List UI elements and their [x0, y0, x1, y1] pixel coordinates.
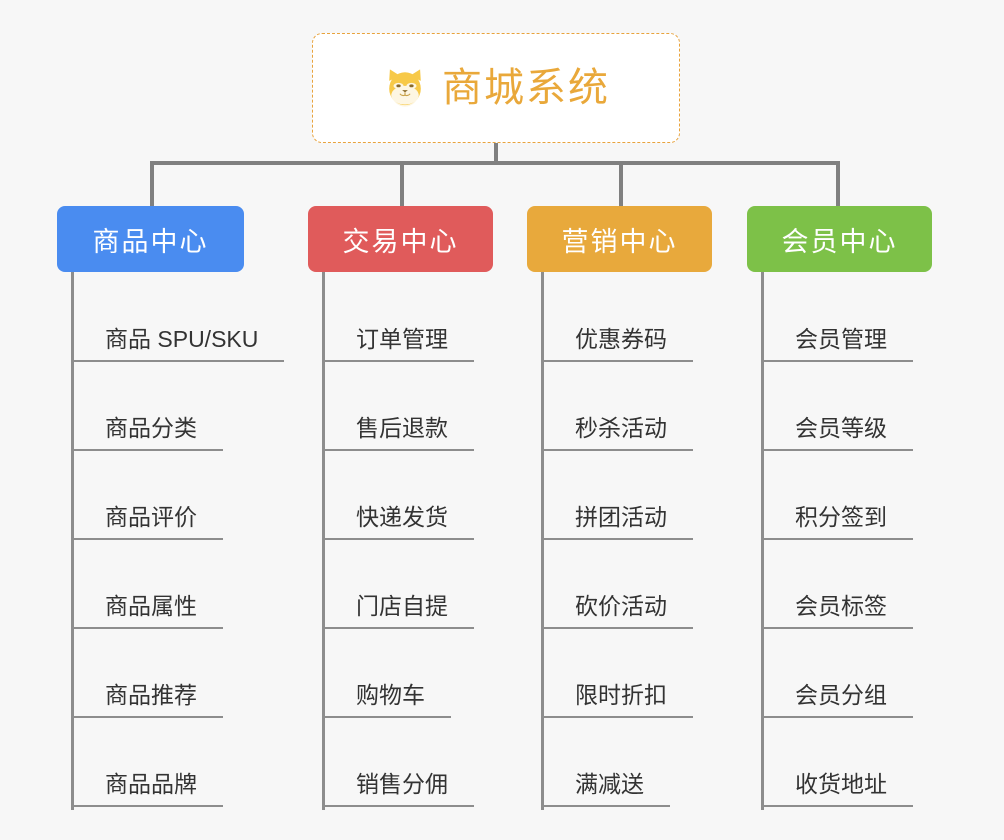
connector-drop-3: [619, 161, 623, 208]
leaf-label: 售后退款: [322, 414, 474, 451]
leaf-label: 商品推荐: [71, 681, 223, 718]
branch-header-营销中心[interactable]: 营销中心: [527, 206, 712, 272]
root-title: 商城系统: [442, 66, 610, 110]
leaf-item[interactable]: 砍价活动: [541, 539, 693, 629]
leaf-label: 会员标签: [761, 592, 913, 629]
column-spine: [541, 272, 544, 810]
leaf-item[interactable]: 会员管理: [761, 272, 913, 362]
branch-header-会员中心[interactable]: 会员中心: [747, 206, 932, 272]
connector-root-stem: [494, 143, 498, 163]
connector-drop-1: [150, 161, 154, 208]
leaf-item[interactable]: 商品分类: [71, 361, 223, 451]
leaf-item[interactable]: 商品推荐: [71, 628, 223, 718]
branch-header-label: 商品中心: [92, 226, 209, 257]
column-spine: [322, 272, 325, 810]
leaf-label: 限时折扣: [541, 681, 693, 718]
leaf-item[interactable]: 商品属性: [71, 539, 223, 629]
leaf-item[interactable]: 购物车: [322, 628, 451, 718]
leaf-item[interactable]: 会员标签: [761, 539, 913, 629]
leaf-label: 订单管理: [322, 325, 474, 362]
branch-header-商品中心[interactable]: 商品中心: [57, 206, 244, 272]
leaf-item[interactable]: 销售分佣: [322, 717, 474, 807]
branch-header-label: 会员中心: [781, 226, 898, 257]
shiba-dog-icon: [389, 69, 421, 107]
leaf-item[interactable]: 积分签到: [761, 450, 913, 540]
connector-drop-2: [400, 161, 404, 208]
branch-header-label: 交易中心: [342, 226, 459, 257]
leaf-item[interactable]: 订单管理: [322, 272, 474, 362]
leaf-item[interactable]: 门店自提: [322, 539, 474, 629]
leaf-label: 满减送: [541, 770, 670, 807]
leaf-item[interactable]: 优惠券码: [541, 272, 693, 362]
leaf-item[interactable]: 商品 SPU/SKU: [71, 272, 285, 362]
leaf-label: 会员等级: [761, 414, 913, 451]
leaf-label: 销售分佣: [322, 770, 474, 807]
leaf-item[interactable]: 会员分组: [761, 628, 913, 718]
leaf-item[interactable]: 快递发货: [322, 450, 474, 540]
leaf-label: 秒杀活动: [541, 414, 693, 451]
leaf-label: 商品属性: [71, 592, 223, 629]
leaf-label: 优惠券码: [541, 325, 693, 362]
column-spine: [761, 272, 764, 810]
leaf-item[interactable]: 商品评价: [71, 450, 223, 540]
column-spine: [71, 272, 74, 810]
leaf-item[interactable]: 收货地址: [761, 717, 913, 807]
leaf-label: 砍价活动: [541, 592, 693, 629]
branch-header-交易中心[interactable]: 交易中心: [308, 206, 493, 272]
leaf-label: 门店自提: [322, 592, 474, 629]
leaf-item[interactable]: 满减送: [541, 717, 670, 807]
leaf-item[interactable]: 商品品牌: [71, 717, 223, 807]
connector-drop-4: [836, 161, 840, 208]
leaf-item[interactable]: 售后退款: [322, 361, 474, 451]
leaf-label: 积分签到: [761, 503, 913, 540]
leaf-item[interactable]: 秒杀活动: [541, 361, 693, 451]
leaf-item[interactable]: 拼团活动: [541, 450, 693, 540]
branch-header-label: 营销中心: [561, 226, 678, 257]
leaf-label: 快递发货: [322, 503, 474, 540]
leaf-label: 商品评价: [71, 503, 223, 540]
leaf-label: 商品品牌: [71, 770, 223, 807]
root-node[interactable]: 商城系统: [312, 33, 680, 143]
leaf-item[interactable]: 会员等级: [761, 361, 913, 451]
leaf-label: 会员分组: [761, 681, 913, 718]
leaf-label: 拼团活动: [541, 503, 693, 540]
connector-horizontal-bus: [150, 161, 840, 165]
leaf-item[interactable]: 限时折扣: [541, 628, 693, 718]
leaf-label: 会员管理: [761, 325, 913, 362]
leaf-label: 收货地址: [761, 770, 913, 807]
leaf-label: 商品 SPU/SKU: [71, 325, 285, 362]
leaf-label: 购物车: [322, 681, 451, 718]
leaf-label: 商品分类: [71, 414, 223, 451]
